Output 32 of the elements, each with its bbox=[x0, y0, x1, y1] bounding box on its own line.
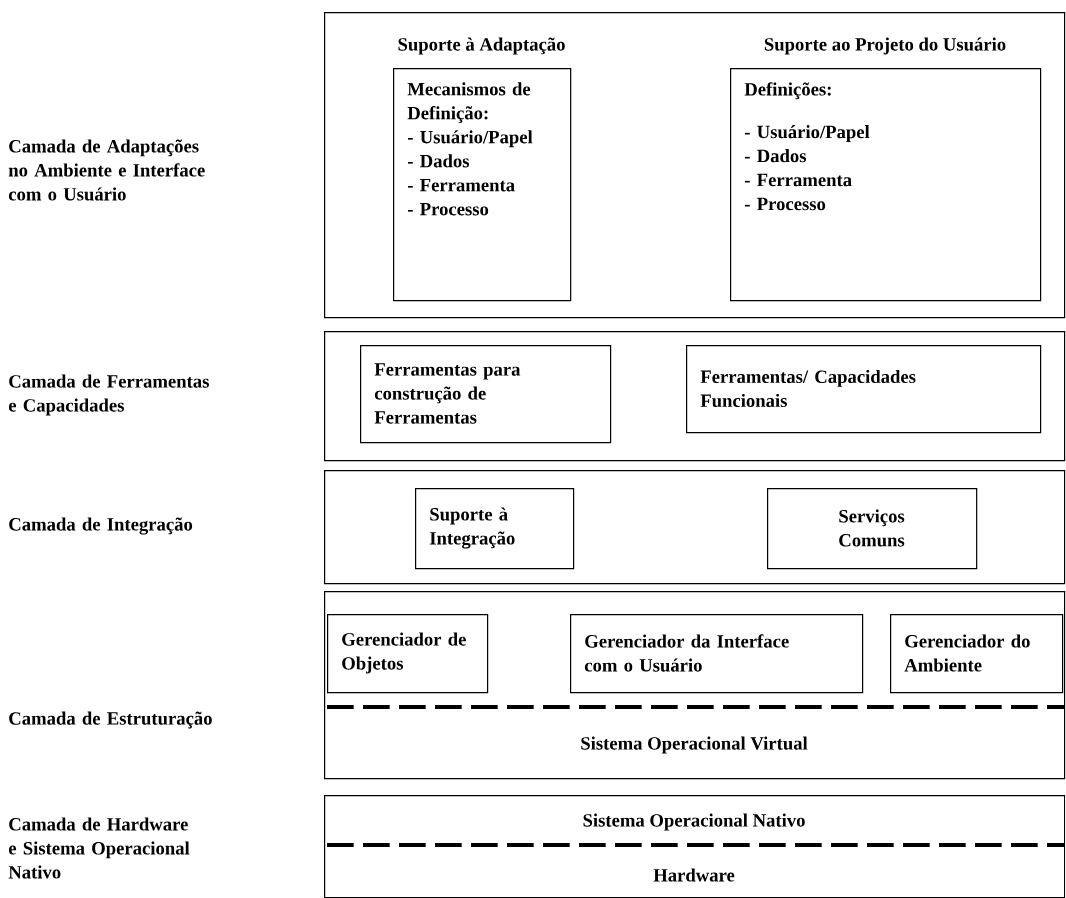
box-text: Gerenciador da Interface com o Usuário bbox=[584, 634, 789, 672]
layer-label: Camada de Ferramentas e Capacidades bbox=[8, 374, 209, 416]
node-label: - Dados bbox=[744, 149, 807, 163]
node-label: - Usuário/Papel bbox=[744, 125, 870, 143]
layer-band bbox=[324, 331, 1066, 462]
layer-band bbox=[324, 470, 1066, 585]
node-label: Mecanismos de Definição: bbox=[407, 82, 531, 124]
layer-band bbox=[324, 12, 1066, 319]
box-text: Mecanismos de Definição: - Usuário/Papel - Dados - Ferramenta - Processo bbox=[407, 82, 533, 216]
node-label: - Dados bbox=[407, 154, 470, 168]
box-text: Sistema Operacional Nativo bbox=[583, 813, 805, 831]
node-label: - Processo bbox=[407, 202, 489, 216]
box-text: Sistema Operacional Virtual bbox=[581, 736, 808, 754]
node-label: - Usuário/Papel bbox=[407, 130, 533, 148]
box-text: Suporte à Integração bbox=[429, 507, 515, 549]
layer-label: Camada de Estruturação bbox=[9, 711, 212, 729]
box-text: Gerenciador de Objetos bbox=[342, 632, 466, 674]
node-label: Definições: bbox=[744, 82, 831, 100]
layer-label: Camada de Hardware e Sistema Operacional Nativo bbox=[8, 817, 190, 879]
box-text: Gerenciador do Ambiente bbox=[904, 634, 1030, 672]
box-text: Hardware bbox=[653, 868, 735, 882]
node-label: - Processo bbox=[744, 197, 826, 211]
box-text: Ferramentas/ Capacidades Funcionais bbox=[700, 369, 916, 408]
box-text: Definições: - Usuário/Papel - Dados - Ferramenta - Processo bbox=[744, 82, 870, 211]
layer-label: Camada de Integração bbox=[9, 517, 193, 535]
box-text: Serviços Comuns bbox=[839, 509, 905, 547]
box-text: Ferramentas para construção de Ferramentas bbox=[374, 363, 521, 424]
node-label: - Ferramenta bbox=[407, 178, 515, 192]
box-text: Suporte à Adaptação bbox=[398, 37, 565, 55]
box-text: Suporte ao Projeto do Usuário bbox=[764, 37, 1006, 55]
layer-label: Camada de Adaptações no Ambiente e Interface com o Usuário bbox=[8, 139, 205, 201]
node-label: - Ferramenta bbox=[744, 173, 852, 187]
